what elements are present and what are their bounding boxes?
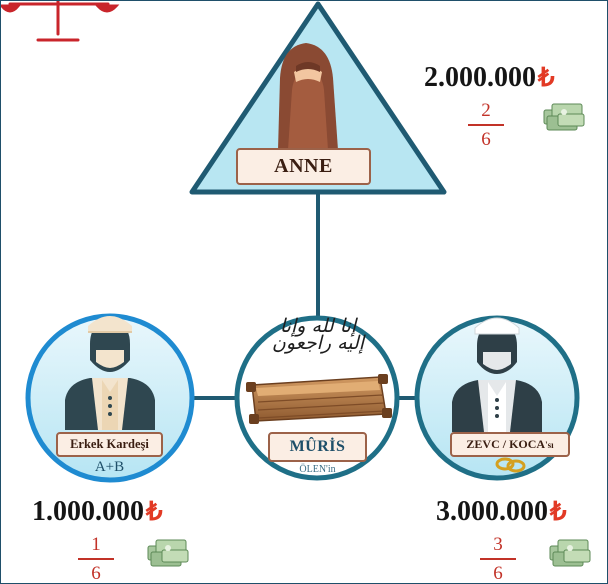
zevc-fraction: 3 6: [478, 535, 518, 583]
zevc-label-main: ZEVC: [466, 437, 500, 451]
muris-label: MÛRİS: [268, 432, 367, 462]
zevc-label-suffix: 'sı: [545, 439, 554, 450]
woman-niqab-icon: [278, 43, 338, 150]
erkek-kardes-fraction: 1 6: [76, 535, 116, 583]
coffin-icon: [246, 374, 392, 424]
connector-lines: [190, 193, 418, 400]
money-stack-icon: [543, 103, 585, 131]
money-stack-icon: [147, 539, 189, 567]
zevc-fraction-numerator: 3: [493, 534, 503, 555]
erkek-kardes-fraction-numerator: 1: [91, 534, 101, 555]
zevc-label: ZEVC / KOCA'sı: [450, 432, 570, 457]
scales-icon: [0, 0, 120, 42]
erkek-kardes-amount-value: 1.000.000: [32, 496, 144, 527]
anne-fraction-numerator: 2: [481, 100, 491, 121]
calligraphy-text: إنا لله وإنا إليه راجعون: [271, 315, 365, 355]
zevc-amount-value: 3.000.000: [436, 496, 548, 527]
wedding-rings-icon: [495, 457, 526, 473]
erkek-kardes-label: Erkek Kardeşi: [56, 432, 163, 457]
erkek-kardes-fraction-denominator: 6: [91, 562, 101, 584]
anne-label: ANNE: [236, 148, 371, 185]
anne-fraction: 2 6: [466, 101, 506, 149]
zevc-amount: 3.000.000₺: [436, 496, 567, 528]
anne-amount-value: 2.000.000: [424, 62, 536, 93]
anne-fraction-denominator: 6: [481, 128, 491, 150]
lira-icon: ₺: [146, 497, 163, 526]
share-note-ab: A+B: [94, 459, 125, 475]
lira-icon: ₺: [550, 497, 567, 526]
erkek-kardes-amount: 1.000.000₺: [32, 496, 163, 528]
lira-icon: ₺: [538, 63, 555, 92]
money-stack-icon: [549, 539, 591, 567]
fraction-bar: [480, 558, 516, 560]
fraction-bar: [78, 558, 114, 560]
olen-in-label: ÖLEN'in: [299, 464, 336, 475]
anne-amount: 2.000.000₺: [424, 62, 555, 94]
zevc-label-koca: KOCA: [509, 437, 546, 451]
fraction-bar: [468, 124, 504, 126]
zevc-label-sep: /: [499, 437, 510, 451]
zevc-fraction-denominator: 6: [493, 562, 503, 584]
